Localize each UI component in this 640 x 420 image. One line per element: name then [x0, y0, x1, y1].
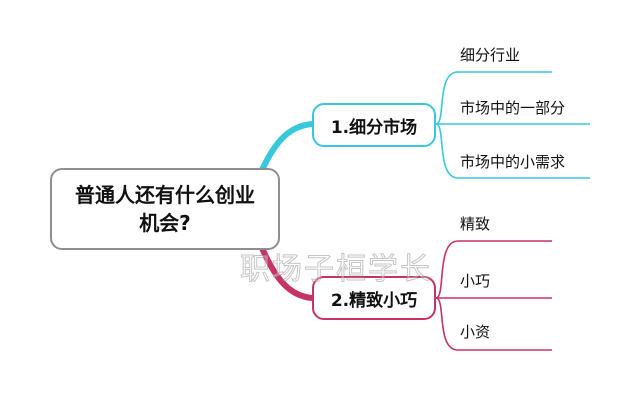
connector-leaf-1-3 — [435, 123, 590, 179]
root-node[interactable]: 普通人还有什么创业机会? — [50, 168, 280, 250]
branch-node-1[interactable]: 1.细分市场 — [312, 103, 436, 147]
connector-root-branch-1 — [259, 121, 315, 173]
connector-leaf-1-1 — [435, 71, 552, 125]
leaf-2-3[interactable]: 小资 — [460, 323, 491, 341]
leaf-1-2[interactable]: 市场中的一部分 — [460, 99, 566, 117]
leaf-2-1[interactable]: 精致 — [460, 215, 491, 233]
branch-node-1-label: 1.细分市场 — [330, 117, 418, 138]
leaf-1-3[interactable]: 市场中的小需求 — [460, 153, 566, 171]
branch-node-2-label: 2.精致小巧 — [330, 290, 418, 311]
connector-leaf-2-1 — [435, 240, 552, 299]
leaf-2-2[interactable]: 小巧 — [460, 272, 491, 290]
leaf-1-1[interactable]: 细分行业 — [460, 46, 521, 64]
connector-root-branch-2 — [259, 245, 315, 301]
connector-leaf-2-3 — [435, 297, 552, 351]
root-node-label: 普通人还有什么创业机会? — [75, 183, 255, 235]
branch-node-2[interactable]: 2.精致小巧 — [312, 276, 436, 320]
